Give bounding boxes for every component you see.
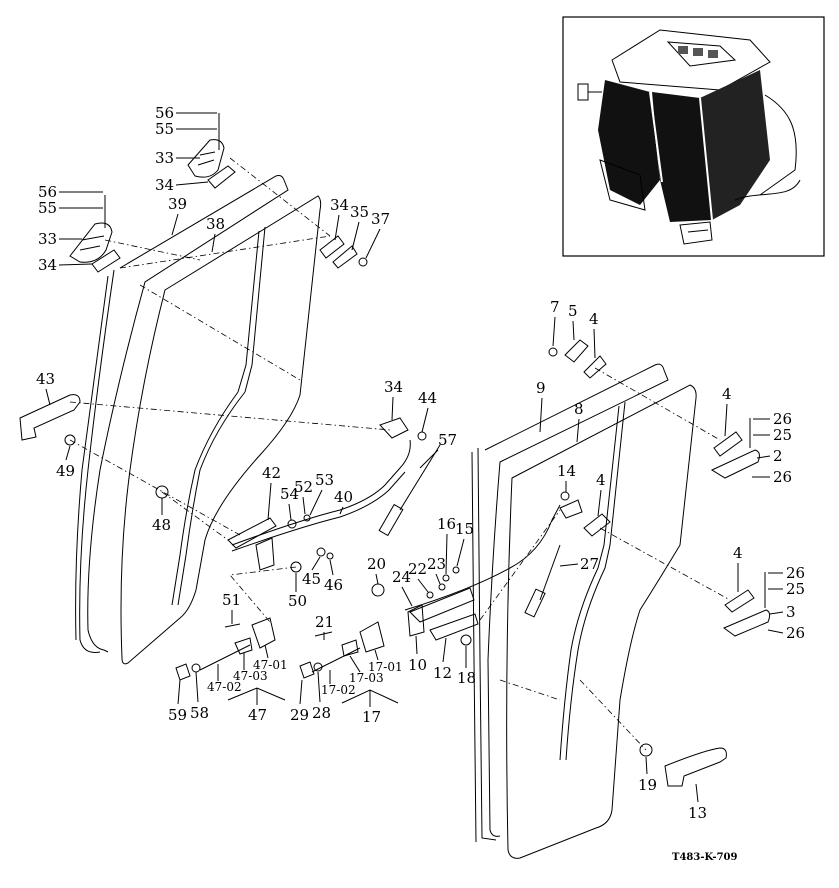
label-26-a: 26 <box>773 410 792 428</box>
label-35: 35 <box>350 203 369 221</box>
label-57: 57 <box>438 431 457 449</box>
label-55-mid: 55 <box>38 199 57 217</box>
label-17-03: 17-03 <box>349 671 384 685</box>
label-33-top: 33 <box>155 149 174 167</box>
door-seal-9 <box>484 363 669 837</box>
plate-34-upper <box>207 165 236 189</box>
label-53: 53 <box>315 471 334 489</box>
label-40: 40 <box>334 488 353 506</box>
label-45: 45 <box>302 570 321 588</box>
label-56-mid: 56 <box>38 183 57 201</box>
label-56-top: 56 <box>155 104 174 122</box>
label-38: 38 <box>206 215 225 233</box>
label-26-b: 26 <box>773 468 792 486</box>
label-26-d: 26 <box>786 624 805 642</box>
door-glass-38 <box>120 195 322 665</box>
label-8: 8 <box>574 400 584 418</box>
label-2: 2 <box>773 447 783 465</box>
label-5: 5 <box>568 302 578 320</box>
label-15: 15 <box>455 520 474 538</box>
label-7: 7 <box>550 298 560 316</box>
label-24: 24 <box>392 568 411 586</box>
label-4-hinge3: 4 <box>733 544 743 562</box>
cab-overview-inset <box>562 16 825 257</box>
label-9: 9 <box>536 379 546 397</box>
door-glass-8 <box>506 384 697 859</box>
hinge-33-lower <box>69 222 113 263</box>
label-17: 17 <box>362 708 381 726</box>
label-3: 3 <box>786 603 796 621</box>
label-13: 13 <box>688 804 707 822</box>
label-17-01: 17-01 <box>368 660 403 674</box>
label-34-mid: 34 <box>38 256 57 274</box>
label-10: 10 <box>408 656 427 674</box>
hinge-33-upper <box>187 139 225 178</box>
label-25-a: 25 <box>773 426 792 444</box>
label-27: 27 <box>580 555 599 573</box>
right-door-assembly <box>371 339 771 859</box>
handle-43 <box>19 394 81 441</box>
rod-40 <box>231 439 411 546</box>
label-37: 37 <box>371 210 390 228</box>
label-21: 21 <box>315 613 334 631</box>
label-59: 59 <box>168 706 187 724</box>
label-4-top: 4 <box>589 310 599 328</box>
label-23: 23 <box>427 555 446 573</box>
label-51: 51 <box>222 591 241 609</box>
label-19: 19 <box>638 776 657 794</box>
label-12: 12 <box>433 664 452 682</box>
label-47-03: 47-03 <box>233 669 268 683</box>
label-50: 50 <box>288 592 307 610</box>
label-43: 43 <box>36 370 55 388</box>
label-34-rod: 34 <box>384 378 403 396</box>
label-49: 49 <box>56 462 75 480</box>
label-47-02: 47-02 <box>207 680 242 694</box>
label-34-top: 34 <box>155 176 174 194</box>
label-4-mid: 4 <box>596 471 606 489</box>
plate-34-lower <box>91 249 121 273</box>
handle-13 <box>664 747 727 787</box>
label-14: 14 <box>557 462 576 480</box>
label-42: 42 <box>262 464 281 482</box>
label-39: 39 <box>168 195 187 213</box>
label-18: 18 <box>457 669 476 687</box>
label-33-mid: 33 <box>38 230 57 248</box>
label-20: 20 <box>367 555 386 573</box>
label-47: 47 <box>248 706 267 724</box>
label-47-01: 47-01 <box>253 658 288 672</box>
label-16: 16 <box>437 515 456 533</box>
left-door-assembly <box>19 113 441 681</box>
label-29: 29 <box>290 706 309 724</box>
label-58: 58 <box>190 704 209 722</box>
figure-code: T483-K-709 <box>672 852 737 863</box>
label-54: 54 <box>280 485 299 503</box>
label-34-right: 34 <box>330 196 349 214</box>
label-55-top: 55 <box>155 120 174 138</box>
label-52: 52 <box>294 478 313 496</box>
label-46: 46 <box>324 576 343 594</box>
label-4-hinge2: 4 <box>722 385 732 403</box>
label-26-c: 26 <box>786 564 805 582</box>
label-17-02: 17-02 <box>321 683 356 697</box>
label-28: 28 <box>312 704 331 722</box>
label-48: 48 <box>152 516 171 534</box>
label-22: 22 <box>408 560 427 578</box>
label-44: 44 <box>418 389 437 407</box>
door-seal-39 <box>87 175 289 653</box>
label-25-b: 25 <box>786 580 805 598</box>
callout-labels: 56 55 33 34 56 55 39 38 33 34 34 35 37 4… <box>36 104 805 863</box>
